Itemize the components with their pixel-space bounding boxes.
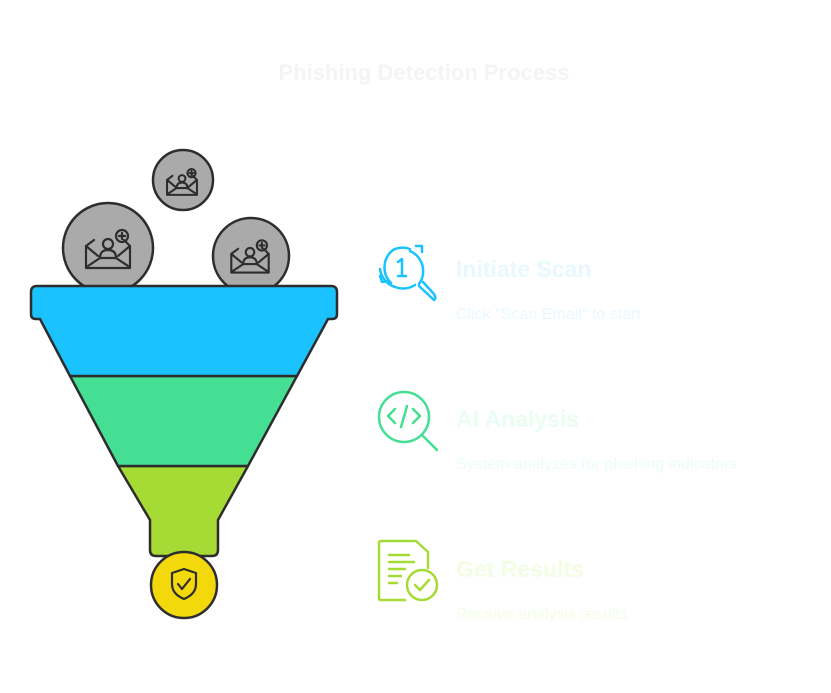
email-add-user-icon: [230, 239, 270, 274]
funnel-stage-3: [116, 464, 250, 558]
input-ball-right: [211, 216, 291, 296]
document-check-icon: [377, 539, 439, 602]
shield-check-icon: [170, 567, 198, 601]
scan-number-1-icon: [378, 244, 437, 302]
code-search-icon: [377, 390, 439, 452]
email-add-user-icon: [166, 168, 198, 196]
funnel-stage-2: [68, 374, 299, 468]
step-description: Receive analysis results: [456, 606, 628, 623]
step-description: Click "Scan Email" to start: [456, 306, 641, 323]
step-title: Initiate Scan: [456, 256, 592, 282]
input-ball-left: [61, 201, 155, 295]
diagram-title: Phishing Detection Process: [278, 60, 570, 85]
step-title: Get Results: [456, 556, 584, 582]
input-ball-top: [151, 148, 215, 212]
step-title: AI Analysis: [456, 406, 580, 432]
step-description: System analyzes for phishing indicators: [456, 456, 738, 473]
email-add-user-icon: [84, 228, 132, 270]
funnel-stage-1: [29, 284, 339, 378]
output-coin: [149, 550, 219, 620]
